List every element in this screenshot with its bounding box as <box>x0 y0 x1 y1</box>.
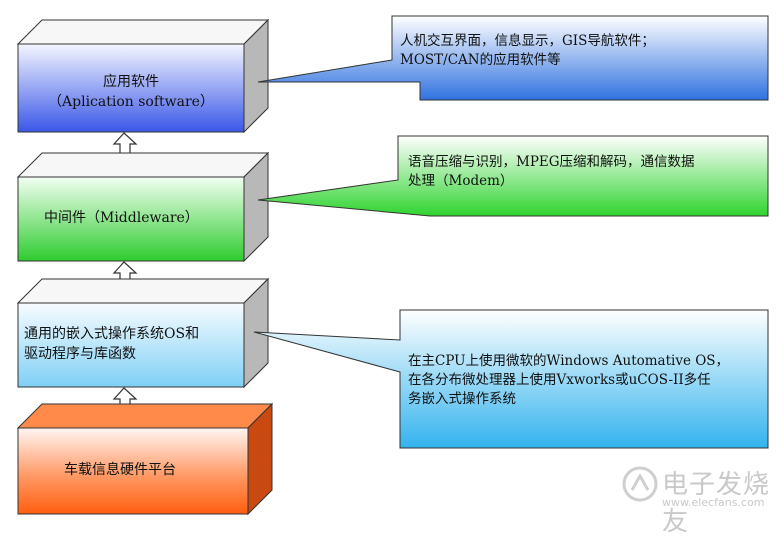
layer-hardware-label: 车载信息硬件平台 <box>64 460 244 480</box>
callout-os-line2: 在各分布微处理器上使用Vxworks或uCOS-II多任 <box>408 372 711 388</box>
layer-hardware-label-line1: 车载信息硬件平台 <box>64 462 176 478</box>
layer-hardware-box <box>16 402 274 516</box>
layer-application-label-line2: （Aplication software） <box>48 94 214 110</box>
layer-os-label: 通用的嵌入式操作系统OS和 驱动程序与库函数 <box>24 324 244 364</box>
layer-application-box <box>16 18 270 134</box>
elecfans-logo-icon <box>622 466 658 502</box>
callout-os-shape <box>253 309 769 449</box>
callout-os-line1: 在主CPU上使用微软的Windows Automative OS， <box>408 353 730 369</box>
callout-middleware-shape <box>257 135 769 217</box>
watermark-url: www.elecfans.com <box>662 496 765 509</box>
layer-middleware-label: 中间件（Middleware） <box>44 208 244 228</box>
callout-application-line1: 人机交互界面，信息显示，GIS导航软件； <box>400 33 655 49</box>
layer-middleware-box <box>16 151 270 263</box>
callout-os-text: 在主CPU上使用微软的Windows Automative OS， 在各分布微处… <box>408 352 764 409</box>
callout-application-text: 人机交互界面，信息显示，GIS导航软件； MOST/CAN的应用软件等 <box>400 32 764 70</box>
layer-application-label: 应用软件 （Aplication software） <box>18 72 244 112</box>
callout-application-shape <box>257 15 769 101</box>
layer-os-label-line1: 通用的嵌入式操作系统OS和 <box>24 326 200 342</box>
callout-middleware-text: 语音压缩与识别，MPEG压缩和解码，通信数据 处理（Modem） <box>408 153 764 191</box>
layer-os-label-line2: 驱动程序与库函数 <box>24 346 136 362</box>
callout-application-line2: MOST/CAN的应用软件等 <box>400 52 561 68</box>
architecture-diagram <box>16 15 769 516</box>
callout-middleware-line1: 语音压缩与识别，MPEG压缩和解码，通信数据 <box>408 154 695 170</box>
callout-middleware-line2: 处理（Modem） <box>408 173 514 189</box>
layer-application-label-line1: 应用软件 <box>103 74 159 90</box>
layer-middleware-label-line1: 中间件（Middleware） <box>44 210 199 226</box>
watermark: 电子发烧友 www.elecfans.com <box>620 456 770 537</box>
callout-os-line3: 务嵌入式操作系统 <box>408 391 516 407</box>
